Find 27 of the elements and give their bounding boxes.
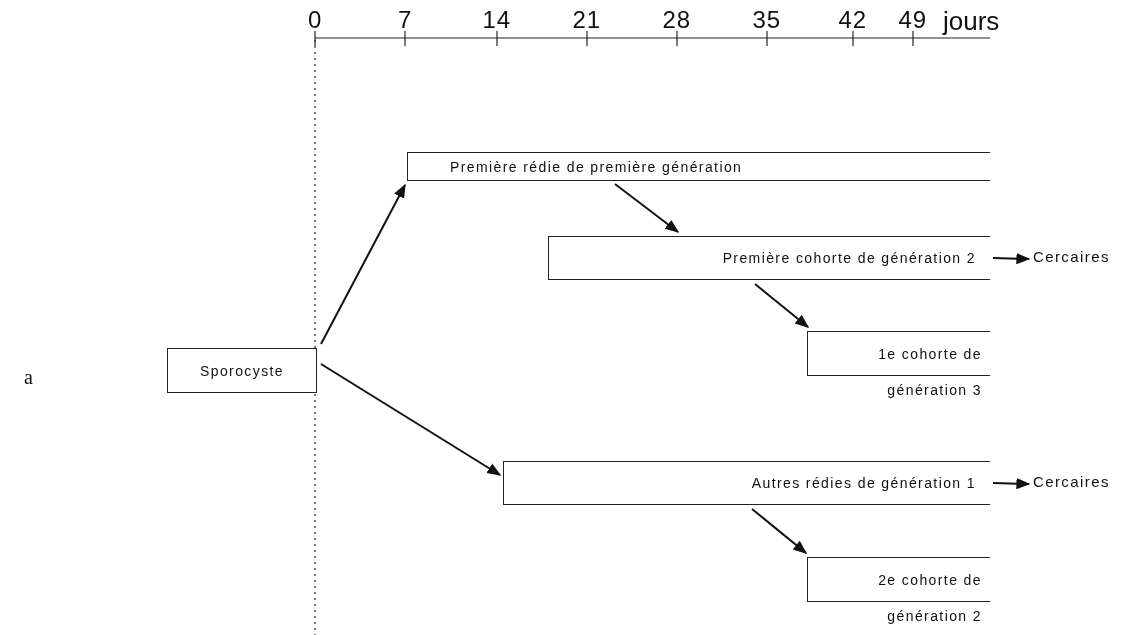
axis-unit-label: jours [943, 6, 1000, 37]
arrow [992, 253, 1031, 265]
panel-letter: a [24, 366, 33, 389]
axis-tick-label: 35 [752, 6, 782, 34]
axis-tick-label: 42 [838, 6, 868, 34]
axis-tick-label: 28 [662, 6, 692, 34]
stage-label: Cercaires [1033, 473, 1110, 490]
arrow [751, 508, 808, 554]
arrow [320, 363, 502, 476]
arrow [320, 183, 406, 345]
axis-tick-label: 21 [572, 6, 602, 34]
bar-label: 1e cohorte de [878, 345, 982, 362]
arrow [754, 283, 810, 328]
bar-label: Première cohorte de génération 2 [722, 250, 976, 266]
axis-tick-label: 7 [398, 6, 413, 34]
axis-tick-label: 49 [898, 6, 928, 34]
bar-label: Première rédie de première génération [450, 158, 743, 175]
bar-label: Sporocyste [199, 362, 284, 379]
bar-label: 2e cohorte de [878, 571, 982, 588]
bar-label: Autres rédies de génération 1 [751, 475, 976, 491]
arrow [614, 183, 680, 233]
bar-caption: génération 2 [887, 608, 982, 624]
axis-tick-label: 14 [482, 6, 512, 34]
bar-caption: génération 3 [887, 382, 982, 398]
arrow [992, 478, 1031, 490]
stage-label: Cercaires [1033, 248, 1110, 265]
axis-tick-label: 0 [308, 6, 323, 34]
